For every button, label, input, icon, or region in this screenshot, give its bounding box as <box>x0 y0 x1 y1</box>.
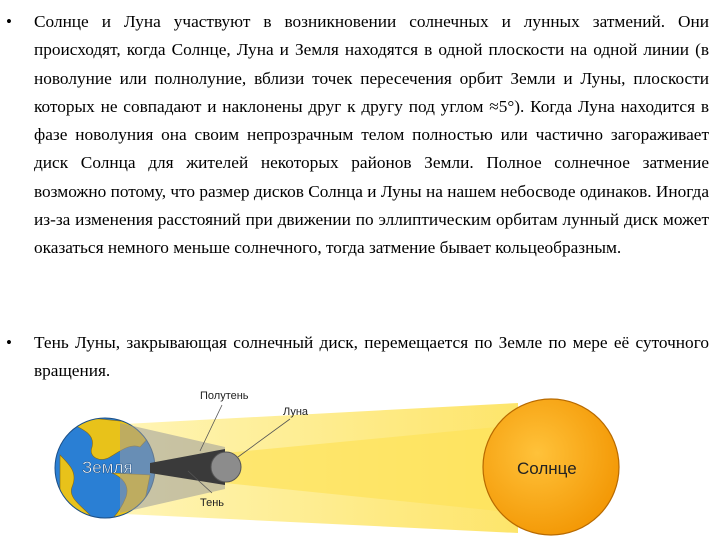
eclipse-diagram: Полутень Луна Тень Земля Солнце <box>54 390 620 536</box>
label-moon: Луна <box>283 406 309 418</box>
bullet-marker: • <box>6 12 12 31</box>
label-sun: Солнце <box>517 459 577 478</box>
bullet-text: Солнце и Луна участвуют в возникновении … <box>34 12 709 258</box>
label-penumbra: Полутень <box>200 390 249 402</box>
label-earth: Земля <box>82 458 133 477</box>
light-band <box>225 425 518 513</box>
label-umbra: Тень <box>200 497 224 509</box>
umbra-cone <box>150 449 225 485</box>
bullet-text: Тень Луны, закрывающая солнечный диск, п… <box>34 333 709 381</box>
bullet-marker: • <box>6 333 12 352</box>
sun-disk <box>482 398 620 536</box>
moon-disk <box>210 451 242 483</box>
